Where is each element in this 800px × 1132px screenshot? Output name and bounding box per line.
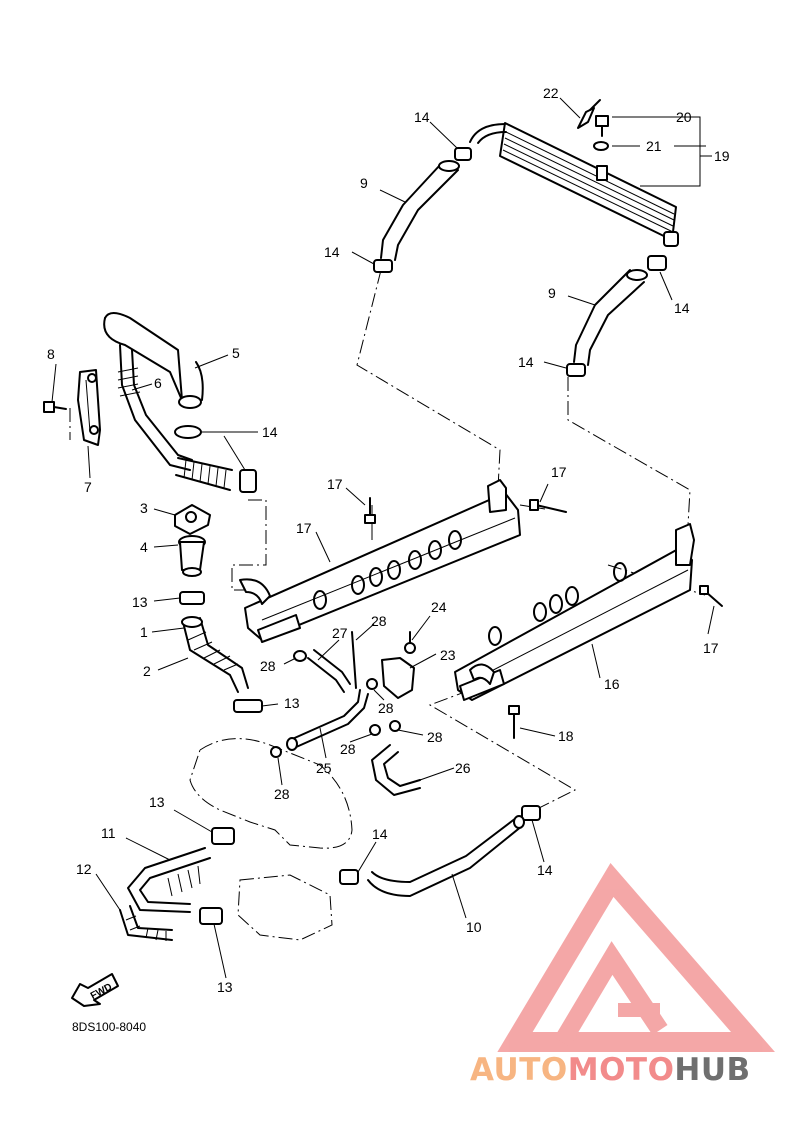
clamps-28: [270, 650, 401, 758]
label-2: 2: [143, 663, 151, 679]
bracket-7: [77, 369, 101, 446]
engine-outline-lower: [237, 874, 333, 941]
label-7: 7: [84, 479, 92, 495]
radiator-15: [454, 523, 695, 701]
label-14b: 14: [324, 244, 340, 260]
label-14f: 14: [372, 826, 388, 842]
label-14e: 14: [262, 424, 278, 440]
label-28a: 28: [260, 658, 276, 674]
clamp-13-lower: [233, 699, 263, 713]
label-13a: 13: [132, 594, 148, 610]
label-13d: 13: [217, 979, 233, 995]
label-6: 6: [154, 375, 162, 391]
bolts-17: [364, 497, 723, 739]
label-11: 11: [101, 825, 116, 841]
diagram-code: 8DS100-8040: [72, 1020, 146, 1034]
label-27: 28: [371, 613, 387, 629]
label-25: 26: [455, 760, 471, 776]
forward-arrow-icon: FWD: [71, 973, 119, 1007]
oil-cooler-assembly: [469, 122, 679, 247]
label-17b: 17: [551, 464, 567, 480]
label-18: 19: [714, 148, 730, 164]
label-13c: 13: [149, 794, 165, 810]
hose-11: [127, 847, 211, 913]
label-24: 25: [316, 760, 332, 776]
label-26: 27: [332, 625, 348, 641]
filler-neck: [178, 535, 206, 577]
leader-lines: [51, 97, 715, 979]
label-16: 17: [296, 520, 312, 536]
brand-part-auto: AUTO: [470, 1052, 568, 1088]
label-17a: 17: [327, 476, 343, 492]
label-8: 8: [47, 346, 55, 362]
label-13b: 13: [284, 695, 300, 711]
part-labels: 22 14 20 21 19 9 14 9 14 5 14 8 6 14 17 …: [47, 85, 730, 1034]
svg-text:AUTOMOTOHUB: AUTOMOTOHUB: [470, 1052, 751, 1088]
engine-outline: [189, 738, 353, 849]
watermark-brand: AUTOMOTOHUB: [470, 1052, 751, 1088]
bolt-8: [43, 401, 67, 413]
label-5: 5: [232, 345, 240, 361]
label-19: 20: [676, 109, 692, 125]
radiator-16: [239, 479, 521, 643]
label-14c: 14: [674, 300, 690, 316]
label-9b: 9: [548, 285, 556, 301]
label-17c: 17: [703, 640, 719, 656]
hose-1-2: [181, 616, 249, 693]
watermark-logo: [497, 863, 775, 1052]
brand-part-hub: HUB: [674, 1052, 750, 1088]
hose-10: [367, 815, 525, 897]
thermostat-22: [381, 631, 416, 699]
label-28e: 28: [274, 786, 290, 802]
radiator-cap: [174, 504, 211, 535]
clamp-13-top: [179, 591, 205, 605]
hose-9-right: [573, 269, 648, 366]
cooler-bolts: [577, 99, 609, 151]
pipe-5: [103, 312, 204, 409]
clamps-13-bottom: [199, 827, 235, 925]
label-14a: 14: [414, 109, 430, 125]
routing-lines: [69, 269, 706, 811]
label-17d: 18: [558, 728, 574, 744]
label-12: 12: [76, 861, 92, 877]
hose-clamps-14: [174, 147, 667, 885]
label-10: 10: [466, 919, 482, 935]
label-14d: 14: [518, 354, 534, 370]
label-28b: 28: [378, 700, 394, 716]
hose-24: [286, 689, 369, 751]
label-28d: 28: [340, 741, 356, 757]
hose-9-left: [380, 160, 460, 261]
pipe-27: [351, 631, 357, 689]
label-9a: 9: [360, 175, 368, 191]
label-20: 21: [646, 138, 662, 154]
hose-12: [119, 905, 173, 941]
label-22: 23: [440, 647, 456, 663]
hose-26: [307, 649, 351, 693]
label-3: 3: [140, 500, 148, 516]
label-4: 4: [140, 539, 148, 555]
label-23: 24: [431, 599, 447, 615]
label-14g: 14: [537, 862, 553, 878]
label-28c: 28: [427, 729, 443, 745]
label-21: 22: [543, 85, 559, 101]
hose-25: [371, 744, 421, 796]
label-15: 16: [604, 676, 620, 692]
pipe-6: [117, 344, 233, 491]
label-1: 1: [140, 624, 148, 640]
brand-part-moto: MOTO: [568, 1052, 675, 1088]
